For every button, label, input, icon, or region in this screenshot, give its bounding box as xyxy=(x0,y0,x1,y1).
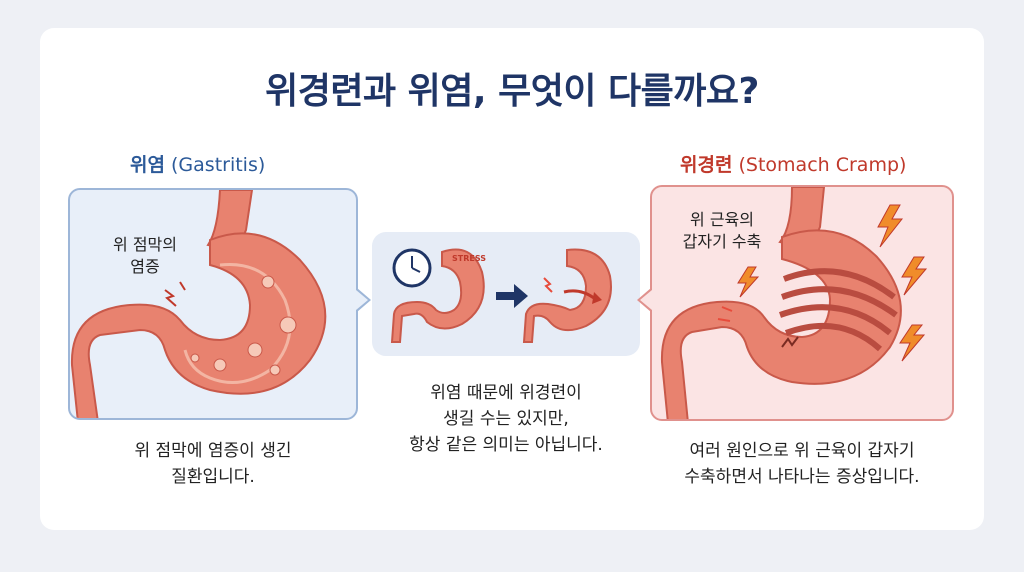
cramp-caption: 여러 원인으로 위 근육이 갑자기 수축하면서 나타나는 증상입니다. xyxy=(650,438,954,490)
gastritis-label: 위염 (Gastritis) xyxy=(130,150,265,177)
gastritis-note-line1: 위 점막의 xyxy=(113,235,177,254)
lightning-icon xyxy=(737,204,928,362)
gastritis-note-line2: 염증 xyxy=(130,257,160,276)
lightning-icon xyxy=(543,277,553,293)
gastritis-pointer-inner xyxy=(356,290,368,310)
cramp-note-line2: 갑자기 수축 xyxy=(682,232,762,251)
gastritis-title-en: (Gastritis) xyxy=(171,154,266,176)
gastritis-stomach-illustration xyxy=(70,190,327,418)
cramp-stomach-illustration xyxy=(660,187,928,419)
gastritis-caption-line2: 질환입니다. xyxy=(171,467,255,487)
arrow-right-icon xyxy=(496,284,528,308)
transition-illustration xyxy=(390,248,612,343)
transition-panel: STRESS xyxy=(372,232,640,356)
cramp-note-line1: 위 근육의 xyxy=(690,210,754,229)
cramp-panel: 위 근육의 갑자기 수축 xyxy=(650,185,954,421)
middle-caption-line2: 생길 수는 있지만, xyxy=(443,409,569,429)
middle-caption-line1: 위염 때문에 위경련이 xyxy=(430,383,582,403)
gastritis-title-ko: 위염 xyxy=(130,154,165,176)
gastritis-caption-line1: 위 점막에 염증이 생긴 xyxy=(134,441,292,461)
clock-icon xyxy=(392,248,432,288)
middle-caption: 위염 때문에 위경련이 생길 수는 있지만, 항상 같은 의미는 아닙니다. xyxy=(372,380,640,458)
gastritis-panel: 위 점막의 염증 xyxy=(68,188,358,420)
cramp-caption-line1: 여러 원인으로 위 근육이 갑자기 xyxy=(689,441,915,461)
cramp-title-en: (Stomach Cramp) xyxy=(738,154,907,176)
stress-label: STRESS xyxy=(452,254,487,263)
gastritis-caption: 위 점막에 염증이 생긴 질환입니다. xyxy=(68,438,358,490)
middle-caption-line3: 항상 같은 의미는 아닙니다. xyxy=(409,435,603,455)
cramp-note: 위 근육의 갑자기 수축 xyxy=(666,209,778,253)
gastritis-note: 위 점막의 염증 xyxy=(90,234,200,278)
cramp-pointer-inner xyxy=(640,290,652,310)
cramp-title-ko: 위경련 xyxy=(680,154,733,176)
cramp-label: 위경련 (Stomach Cramp) xyxy=(680,150,906,177)
page-title: 위경련과 위염, 무엇이 다를까요? xyxy=(265,71,759,112)
cramp-caption-line2: 수축하면서 나타나는 증상입니다. xyxy=(684,467,920,487)
